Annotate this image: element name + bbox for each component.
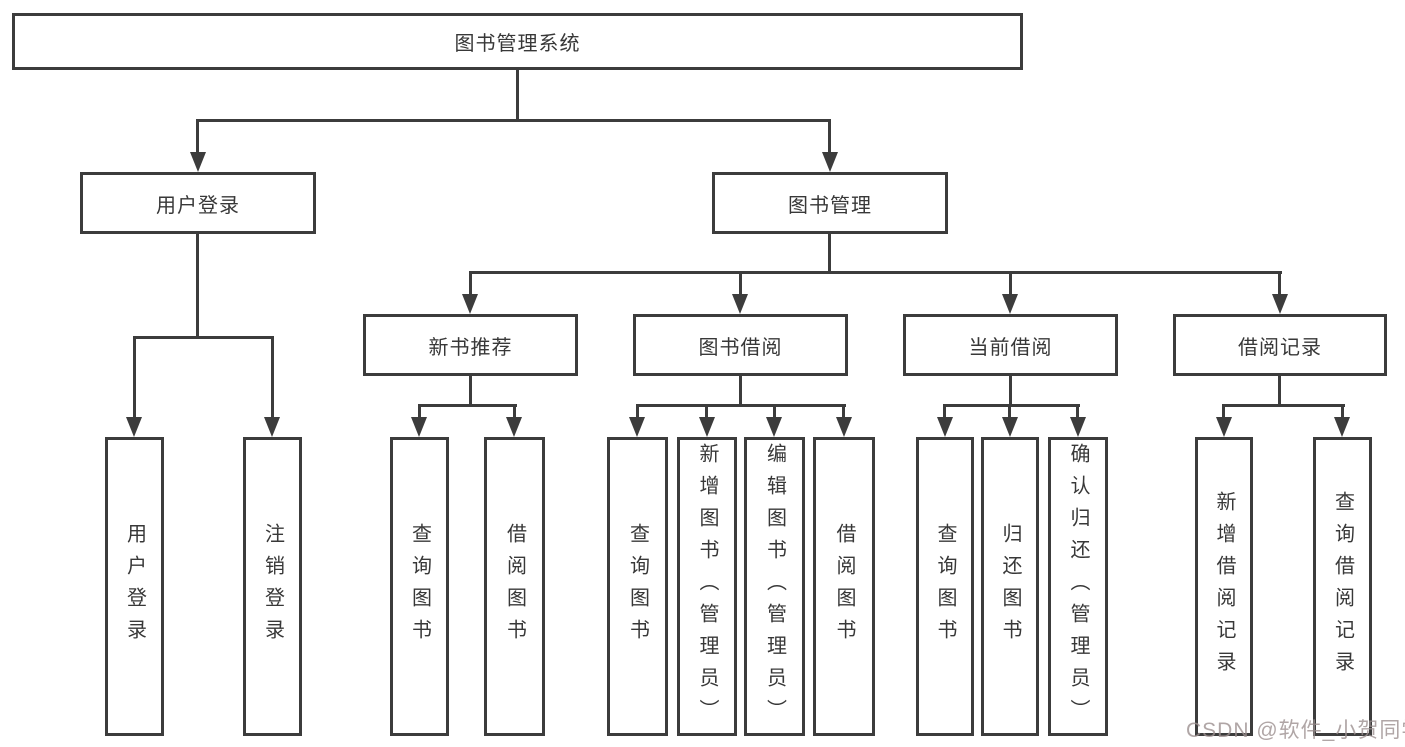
connector-line [418, 404, 517, 407]
connector-line [1278, 271, 1281, 296]
connector-line [469, 376, 472, 407]
connector-line [739, 376, 742, 407]
connector-line [636, 404, 846, 407]
arrow-head [1002, 294, 1018, 314]
node-root-library-system: 图书管理系统 [12, 13, 1023, 70]
node-label: 新书推荐 [428, 336, 513, 359]
connector-line [842, 404, 845, 419]
leaf-edit-books-admin: 编辑图书（管理员） [744, 437, 805, 736]
connector-line [1278, 376, 1281, 407]
arrow-head [629, 417, 645, 437]
arrow-head [126, 417, 142, 437]
connector-line [1341, 404, 1344, 419]
arrow-head [506, 417, 522, 437]
connector-line [773, 404, 776, 419]
connector-line [1008, 404, 1011, 419]
connector-line [271, 336, 274, 421]
connector-line [1076, 404, 1079, 419]
connector-line [196, 232, 199, 338]
connector-line [739, 271, 742, 296]
leaf-label: 查询图书 [934, 522, 956, 651]
connector-line [1222, 404, 1225, 419]
arrow-head [1070, 417, 1086, 437]
arrow-head [937, 417, 953, 437]
node-label: 图书管理 [788, 194, 872, 217]
csdn-watermark: CSDN @软件_小贺同学 [1186, 719, 1405, 742]
arrow-head [1216, 417, 1232, 437]
arrow-head [766, 417, 782, 437]
connector-line [828, 119, 831, 156]
leaf-borrow-books-newrec: 借阅图书 [484, 437, 545, 736]
leaf-borrow-books-borrow: 借阅图书 [813, 437, 875, 736]
arrow-head [411, 417, 427, 437]
node-label: 用户登录 [156, 194, 240, 217]
node-borrowing-records: 借阅记录 [1173, 314, 1387, 376]
leaf-label: 确认归还（管理员） [1067, 442, 1089, 731]
leaf-logout: 注销登录 [243, 437, 302, 736]
connector-line [196, 119, 199, 156]
node-new-book-recommend: 新书推荐 [363, 314, 578, 376]
leaf-query-books-current: 查询图书 [916, 437, 974, 736]
leaf-label: 归还图书 [999, 522, 1021, 651]
arrow-head [264, 417, 280, 437]
leaf-add-borrow-record: 新增借阅记录 [1195, 437, 1253, 736]
node-label: 图书管理系统 [454, 33, 581, 55]
connector-line [1009, 376, 1012, 407]
arrow-head [822, 152, 838, 172]
arrow-head [699, 417, 715, 437]
leaf-label: 查询图书 [626, 522, 649, 651]
connector-line [418, 404, 421, 419]
node-current-borrowing: 当前借阅 [903, 314, 1118, 376]
connector-line [943, 404, 946, 419]
node-book-borrowing: 图书借阅 [633, 314, 848, 376]
connector-line [196, 119, 831, 122]
node-label: 借阅记录 [1238, 336, 1322, 359]
arrow-head [836, 417, 852, 437]
arrow-head [1334, 417, 1350, 437]
node-user-login: 用户登录 [80, 172, 316, 234]
leaf-query-books-newrec: 查询图书 [390, 437, 449, 736]
connector-line [943, 404, 1080, 407]
leaf-query-borrow-record: 查询借阅记录 [1313, 437, 1372, 736]
leaf-return-books: 归还图书 [981, 437, 1039, 736]
leaf-user-login: 用户登录 [105, 437, 164, 736]
connector-line [828, 232, 831, 274]
leaf-label: 借阅图书 [833, 522, 855, 651]
connector-line [469, 271, 1282, 274]
leaf-label: 新增借阅记录 [1213, 490, 1235, 683]
leaf-label: 借阅图书 [503, 522, 526, 651]
arrow-head [1002, 417, 1018, 437]
arrow-head [190, 152, 206, 172]
connector-line [513, 404, 516, 419]
leaf-label: 查询借阅记录 [1331, 490, 1354, 683]
leaf-confirm-return-admin: 确认归还（管理员） [1048, 437, 1108, 736]
connector-line [516, 68, 519, 122]
leaf-add-books-admin: 新增图书（管理员） [677, 437, 737, 736]
leaf-query-books-borrow: 查询图书 [607, 437, 668, 736]
leaf-label: 用户登录 [123, 522, 146, 651]
connector-line [469, 271, 472, 296]
leaf-label: 注销登录 [261, 522, 284, 651]
leaf-label: 编辑图书（管理员） [763, 442, 786, 731]
node-label: 图书借阅 [698, 336, 783, 359]
leaf-label: 新增图书（管理员） [696, 442, 718, 731]
connector-line [705, 404, 708, 419]
node-book-management: 图书管理 [712, 172, 948, 234]
connector-line [133, 336, 273, 339]
connector-line [133, 336, 136, 421]
arrow-head [462, 294, 478, 314]
node-label: 当前借阅 [968, 336, 1053, 359]
leaf-label: 查询图书 [408, 522, 431, 651]
connector-line [636, 404, 639, 419]
connector-line [1222, 404, 1345, 407]
connector-line [1009, 271, 1012, 296]
arrow-head [732, 294, 748, 314]
arrow-head [1272, 294, 1288, 314]
